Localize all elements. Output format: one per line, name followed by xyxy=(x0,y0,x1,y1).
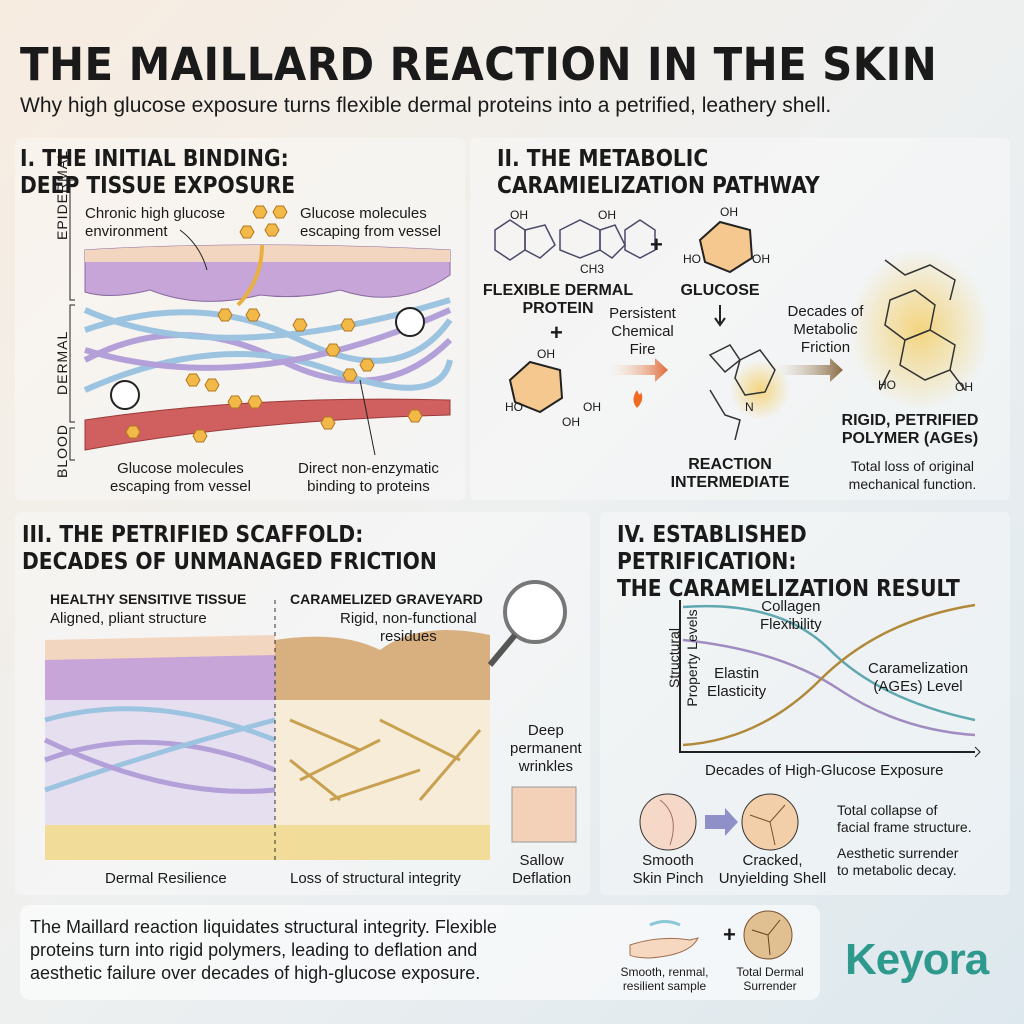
keyora-logo: Keyora xyxy=(845,935,989,984)
chart-axes xyxy=(679,600,975,753)
atom-label: N xyxy=(745,400,754,414)
chart-x-label: Decades of High-Glucose Exposure xyxy=(705,762,944,779)
atom-label: OH xyxy=(752,252,770,266)
summary-text: The Maillard reaction liquidates structu… xyxy=(30,917,497,983)
atom-label: HO xyxy=(505,400,523,414)
label-glucose: GLUCOSE xyxy=(680,282,760,299)
atom-label: OH xyxy=(720,205,738,219)
series-elastin-line xyxy=(682,638,976,737)
atom-label: OH xyxy=(510,208,528,222)
label-resilient-sample: Smooth, renmal,resilient sample xyxy=(620,965,709,993)
label-aligned-structure: Aligned, pliant structure xyxy=(50,610,207,627)
plus-sign: + xyxy=(550,320,563,345)
atom-label: CH3 xyxy=(580,262,605,276)
panel1-title: I. THE INITIAL BINDING:DEEP TISSUE EXPOS… xyxy=(20,146,296,199)
page-title: THE MAILLARD REACTION IN THE SKIN xyxy=(20,38,938,91)
panel3-title: III. THE PETRIFIED SCAFFOLD:DECADES OF U… xyxy=(22,522,437,575)
label-cracked-shell: Cracked,Unyielding Shell xyxy=(718,852,827,887)
plus-sign: + xyxy=(650,232,663,257)
summary-box xyxy=(20,905,820,1000)
atom-label: HO xyxy=(878,378,896,392)
atom-label: OH xyxy=(562,415,580,429)
label-caramelized-graveyard: CARAMELIZED GRAVEYARD xyxy=(290,591,483,607)
atom-label: OH xyxy=(583,400,601,414)
plus-sign: + xyxy=(723,922,736,947)
series-collagen-line xyxy=(682,604,976,722)
atom-label: HO xyxy=(683,252,701,266)
atom-label: OH xyxy=(955,380,973,394)
panel4-title: IV. ESTABLISHED PETRIFICATION:THE CARAME… xyxy=(617,522,960,602)
atom-label: OH xyxy=(598,208,616,222)
label-healthy-tissue: HEALTHY SENSITIVE TISSUE xyxy=(50,591,247,607)
label-dermal-resilience: Dermal Resilience xyxy=(105,870,227,887)
atom-label: OH xyxy=(537,347,555,361)
label-loss-integrity: Loss of structural integrity xyxy=(290,870,461,887)
page-subtitle: Why high glucose exposure turns flexible… xyxy=(20,94,832,117)
series-ages-line xyxy=(682,603,976,747)
legend-ages: Caramelization(AGEs) Level xyxy=(868,660,969,695)
